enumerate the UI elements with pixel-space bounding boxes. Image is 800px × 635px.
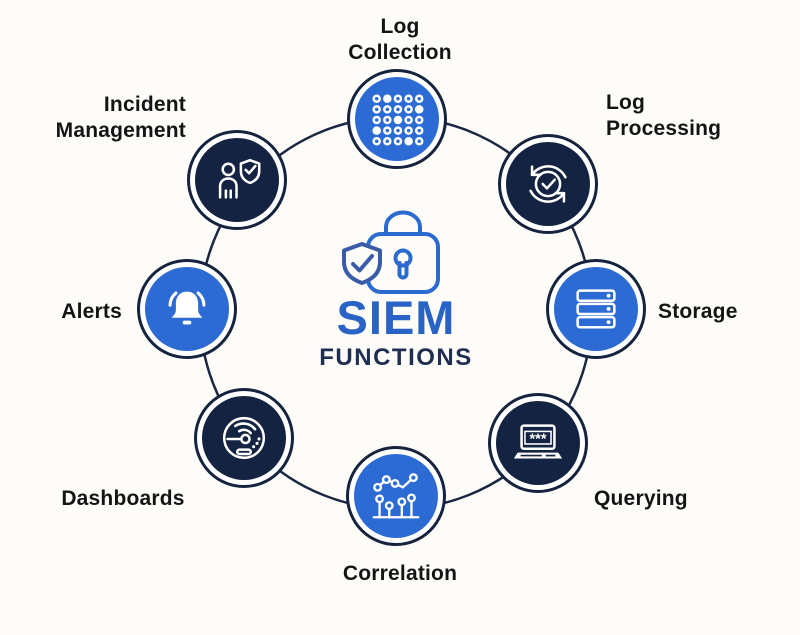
node-correlation (346, 446, 446, 546)
node-querying: *** (488, 393, 588, 493)
node-incident-management (187, 130, 287, 230)
label-alerts: Alerts (61, 300, 122, 323)
scatter-chart-icon (372, 473, 420, 519)
node-log-processing (498, 134, 598, 234)
sync-check-icon (529, 165, 567, 203)
server-stack-icon (576, 289, 616, 329)
label-log-collection: Log Collection (348, 15, 452, 64)
label-log-processing: Log Processing (606, 91, 722, 140)
label-dashboards: Dashboards (61, 487, 185, 510)
node-storage (546, 259, 646, 359)
title-siem: SIEM (336, 291, 456, 344)
node-log-collection (347, 69, 447, 169)
laptop-password-icon: *** (513, 424, 563, 459)
node-alerts (137, 259, 237, 359)
title-functions: FUNCTIONS (319, 344, 473, 371)
label-correlation: Correlation (342, 562, 458, 585)
label-storage: Storage (658, 300, 738, 323)
label-querying: Querying (594, 487, 688, 510)
gauge-icon (222, 416, 266, 460)
node-dashboards (194, 388, 294, 488)
password-asterisks: *** (530, 431, 547, 447)
user-shield-icon (218, 158, 261, 199)
lock-shield-icon (342, 210, 440, 294)
bell-icon (168, 291, 206, 325)
label-incident-management: Incident Management (55, 93, 186, 142)
dot-matrix-icon (372, 94, 424, 146)
